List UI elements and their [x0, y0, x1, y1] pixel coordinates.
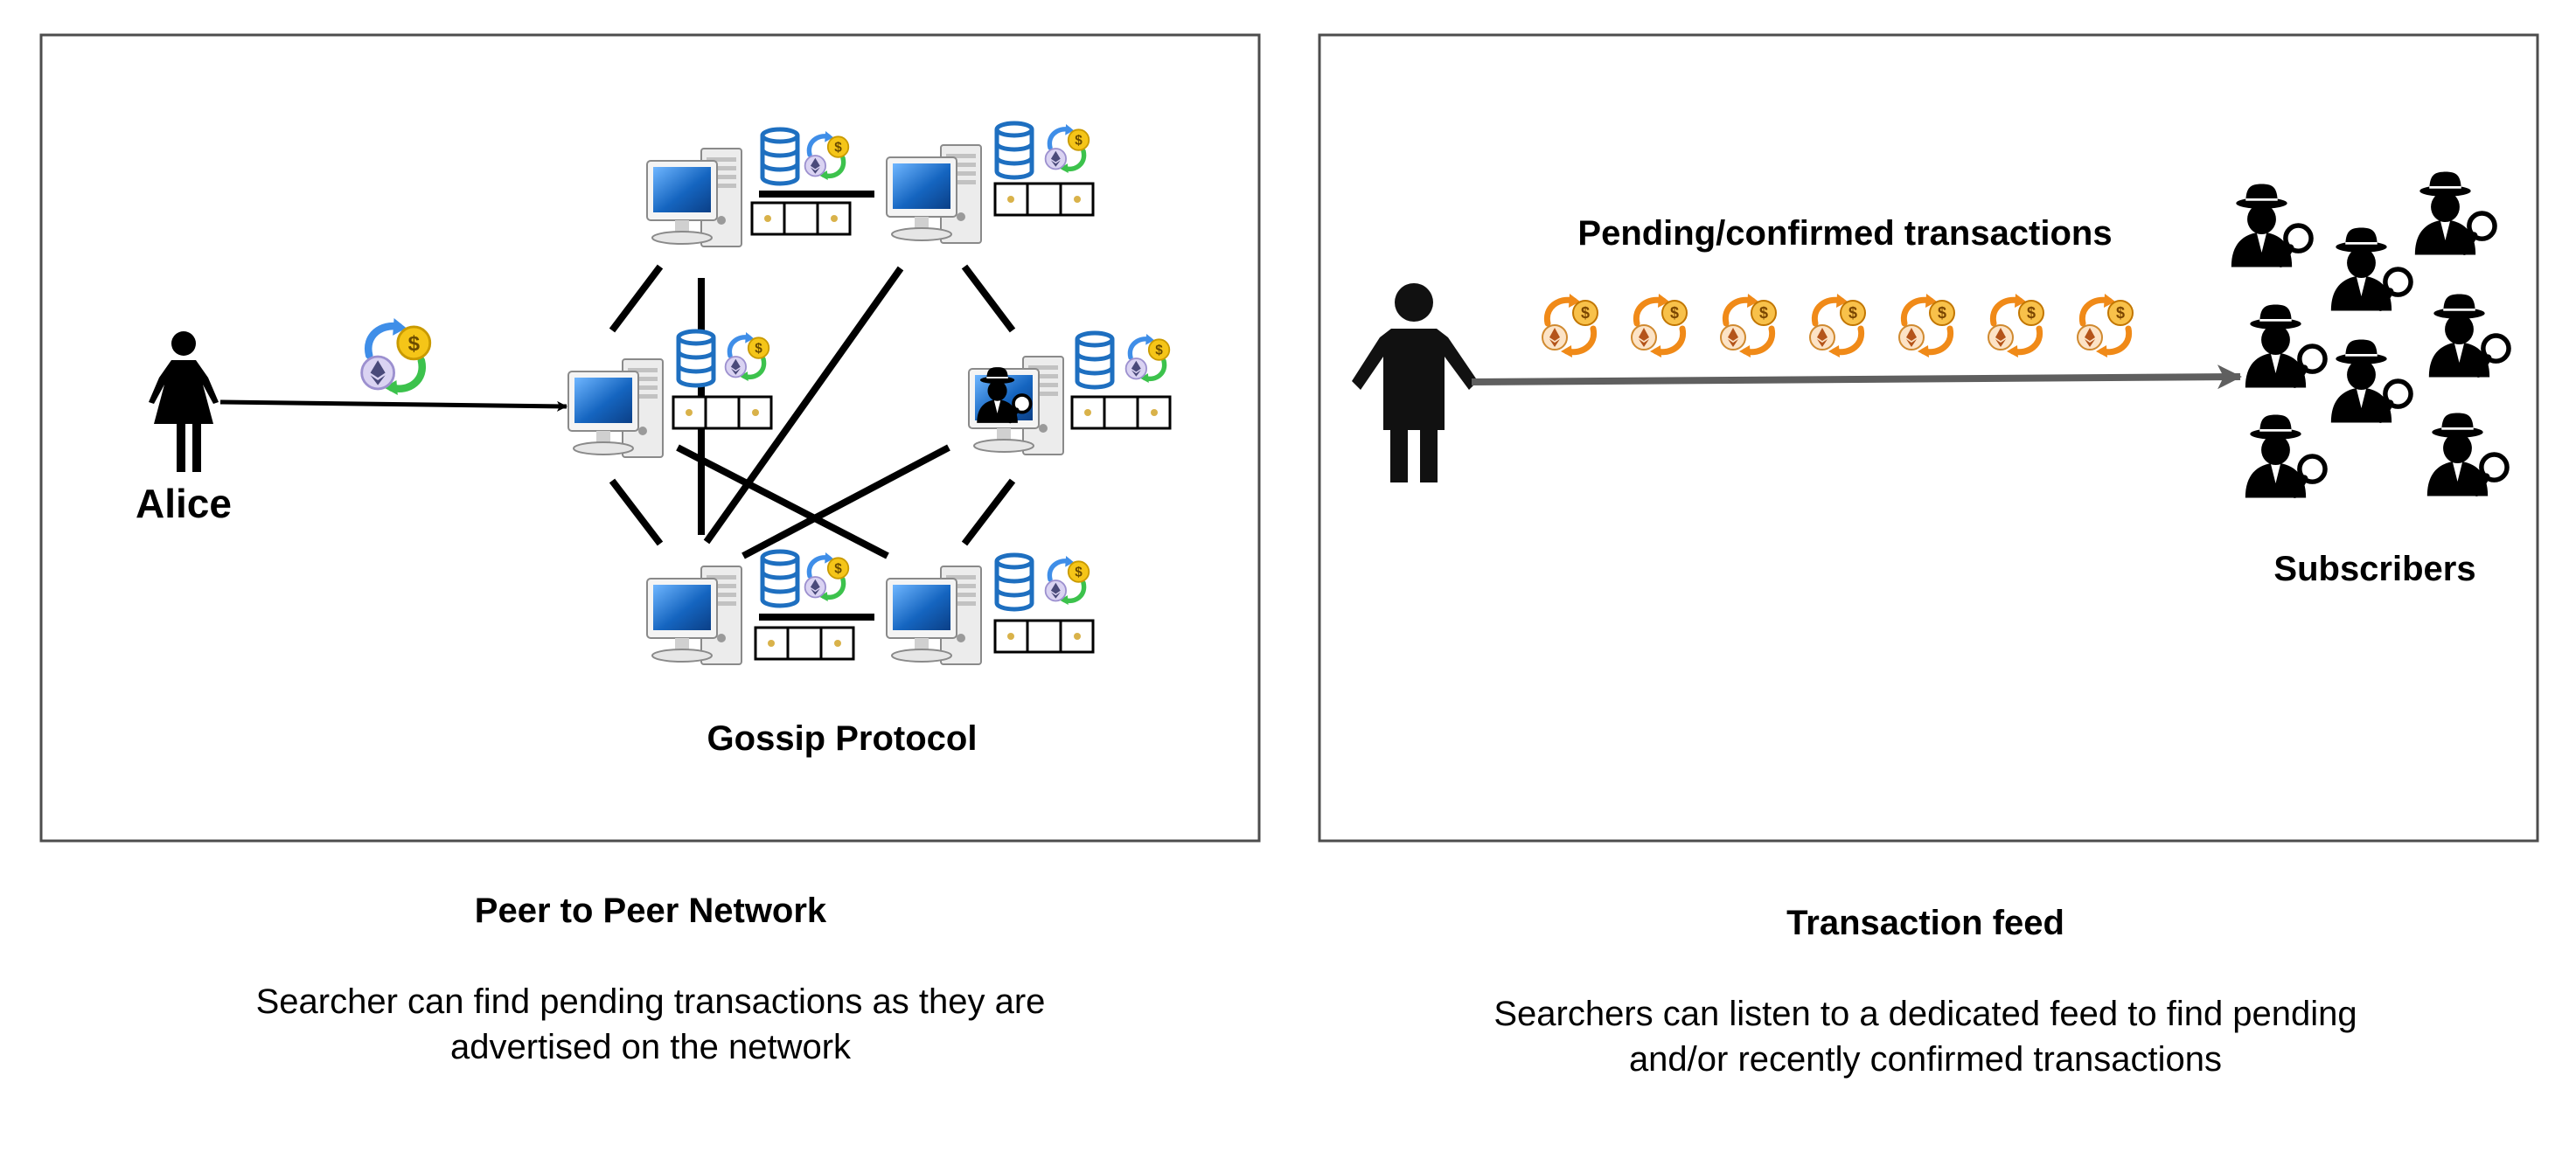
peer-links — [609, 191, 1016, 621]
database-icon — [679, 331, 714, 385]
database-icon — [762, 552, 797, 606]
alice-broadcast-arrow — [219, 399, 567, 412]
database-icon — [1077, 333, 1112, 387]
subscribers-label: Subscribers — [2273, 550, 2475, 588]
mempool-slots — [993, 619, 1095, 654]
mempool-slots — [750, 201, 852, 236]
right-caption-title: Transaction feed — [1786, 904, 2064, 942]
database-icon — [762, 129, 797, 184]
left-caption-line-2: advertised on the network — [449, 1028, 852, 1066]
alice-label: Alice — [136, 481, 232, 526]
right-caption-line-2: and/or recently confirmed transactions — [1628, 1040, 2223, 1079]
gossip-protocol-label: Gossip Protocol — [707, 719, 978, 758]
left-caption-line-1: Searcher can find pending transactions a… — [255, 982, 1046, 1021]
mempool-slots — [1070, 395, 1172, 430]
transaction-feed-arrow — [1471, 364, 2242, 390]
mempool-slots — [672, 395, 773, 430]
feed-label: Pending/confirmed transactions — [1577, 214, 2112, 253]
right-caption-line-1: Searchers can listen to a dedicated feed… — [1493, 995, 2357, 1033]
mempool-slots — [754, 626, 855, 661]
database-icon — [997, 123, 1032, 177]
right-panel-frame — [1318, 33, 2539, 843]
person-icon — [1352, 283, 1478, 482]
left-caption-title: Peer to Peer Network — [474, 892, 827, 930]
right-caption-description: Searchers can listen to a dedicated feed… — [1357, 991, 2494, 1082]
alice-icon — [149, 331, 219, 472]
left-caption-description: Searcher can find pending transactions a… — [126, 979, 1175, 1070]
database-icon — [997, 555, 1032, 609]
mempool-slots — [993, 182, 1095, 217]
